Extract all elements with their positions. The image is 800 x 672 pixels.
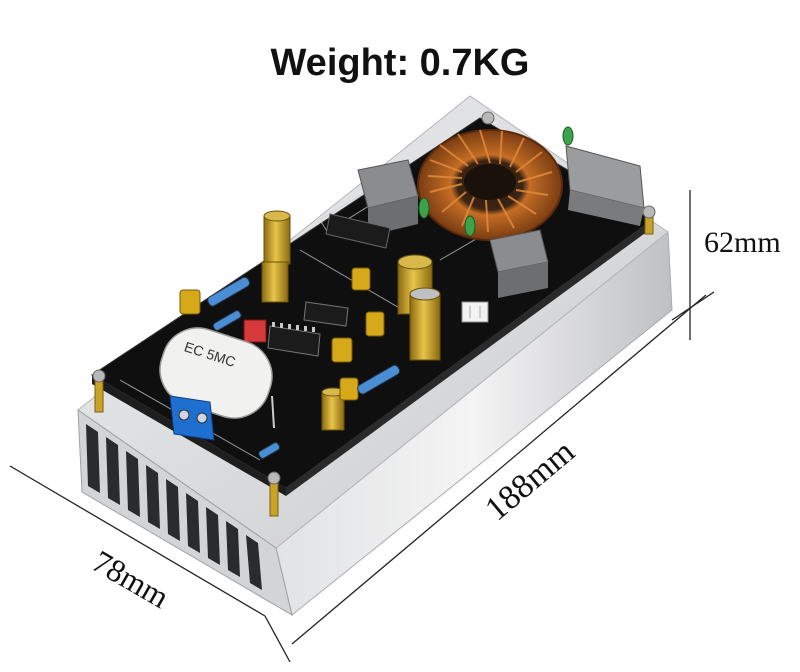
pcb-components: EC 5MC [159,126,645,459]
weight-title: Weight: 0.7KG [270,42,530,84]
height-label: 62mm [704,226,781,259]
length-dimension-line [291,294,707,645]
ic-chip-3 [303,301,349,327]
green-components [418,126,574,237]
red-jumper [243,319,267,343]
width-dimension-tick [264,615,291,663]
white-connector [461,301,489,323]
standoff-posts [92,111,656,517]
ic-chip-2 [267,322,321,357]
electrolytic-capacitor-4 [321,387,345,431]
input-terminal-block [169,395,215,441]
film-capacitor [565,145,645,226]
resistors [207,276,401,459]
width-dimension-line [9,465,266,617]
ic-chip-1 [325,213,391,249]
toroidal-inductor [417,129,563,241]
heatsink-fins [86,424,262,590]
electrolytic-capacitor-5 [261,261,289,303]
height-dimension-tick [671,291,715,321]
white-audio-capacitor: EC 5MC [159,327,275,429]
electrolytic-capacitor-3 [409,287,441,361]
width-label: 78mm [87,543,176,615]
electrolytic-capacitor-1 [263,210,291,265]
power-transistor-2 [489,229,549,298]
dimension-annotations [9,190,715,663]
